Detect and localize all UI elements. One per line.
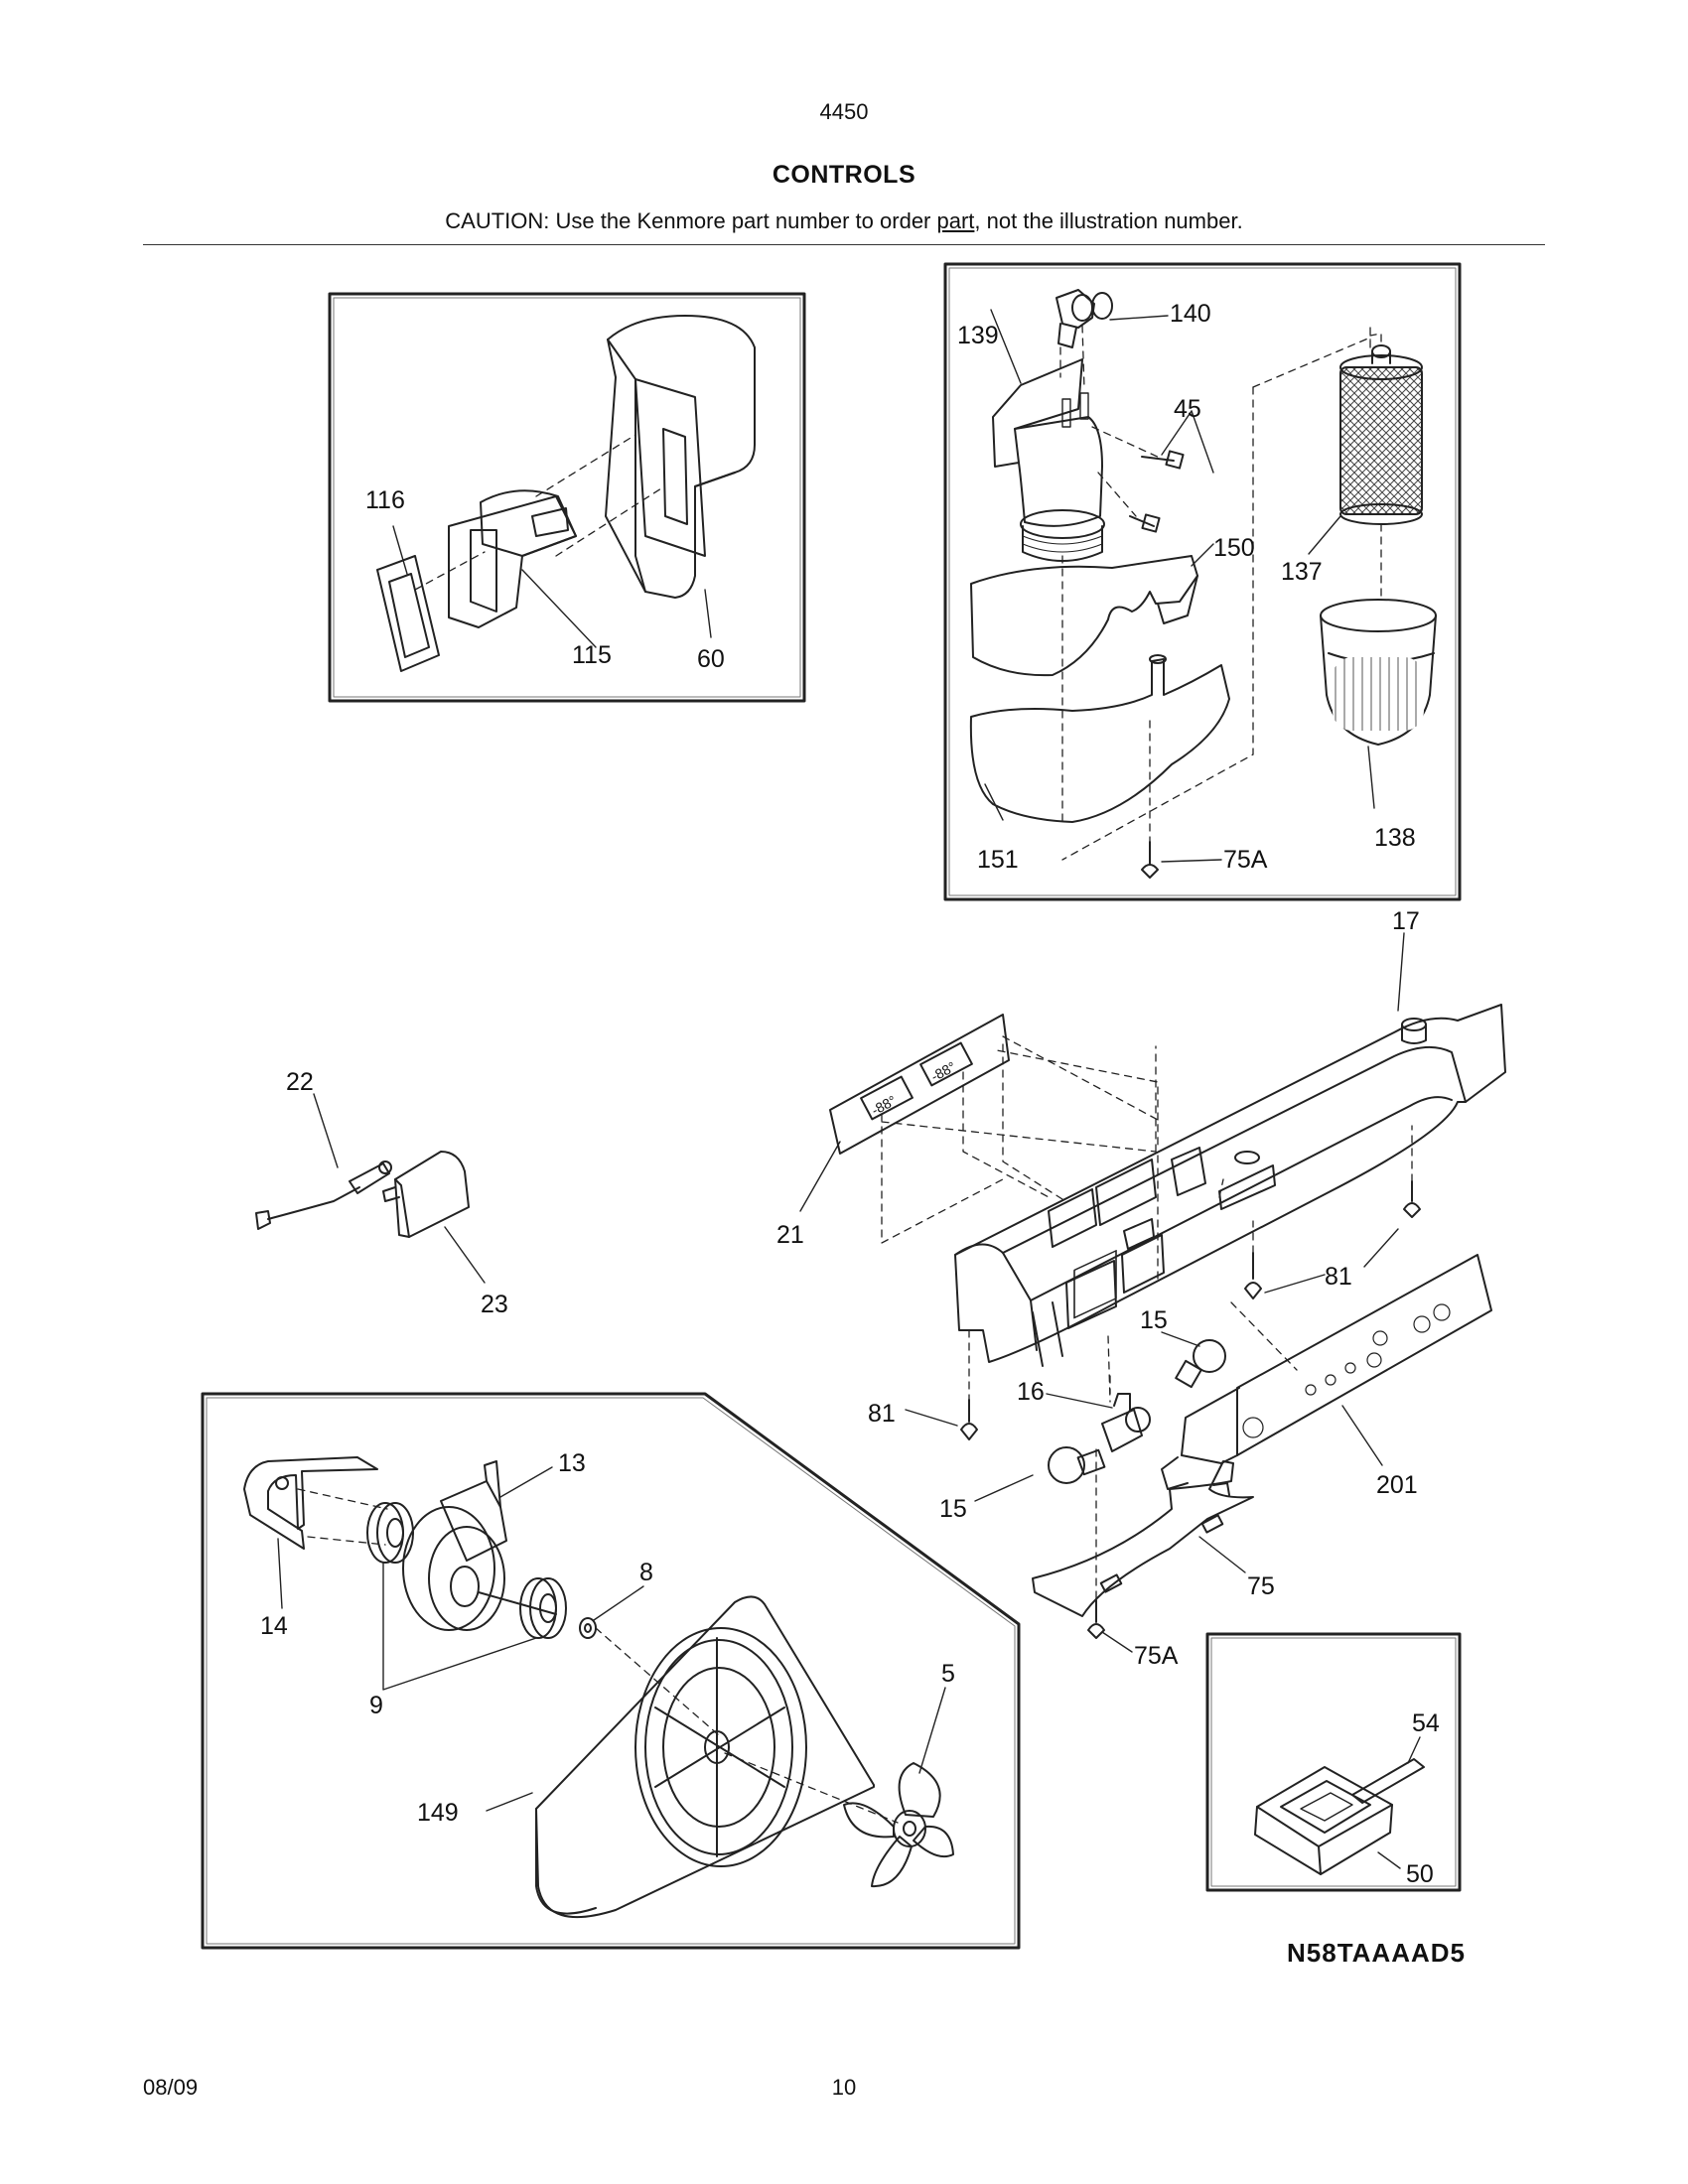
part-21-display-board: -88° -88° xyxy=(829,1014,1010,1155)
section-title: CONTROLS xyxy=(772,161,916,189)
part-81-screw-mid xyxy=(1244,1252,1262,1299)
callout-13: 13 xyxy=(558,1449,586,1477)
callout-23: 23 xyxy=(481,1291,508,1318)
callout-140: 140 xyxy=(1170,300,1211,328)
callout-75a-bottom: 75A xyxy=(1134,1642,1179,1670)
callout-14: 14 xyxy=(260,1612,288,1640)
callout-5: 5 xyxy=(941,1660,955,1688)
housing-slot xyxy=(1065,1260,1117,1329)
callout-81-right: 81 xyxy=(1325,1263,1352,1291)
part-138-filter-bowl xyxy=(1320,599,1437,746)
callout-149: 149 xyxy=(417,1799,459,1827)
part-15-bulb-upper xyxy=(1175,1339,1226,1389)
part-81-screw-right xyxy=(1403,1180,1421,1218)
heater-group xyxy=(255,1093,486,1284)
callout-75: 75 xyxy=(1247,1572,1275,1600)
callout-16: 16 xyxy=(1017,1378,1045,1406)
caution-note: CAUTION: Use the Kenmore part number to … xyxy=(0,208,1688,234)
page-number: 10 xyxy=(831,2075,857,2100)
model-number: 4450 xyxy=(819,99,869,124)
callout-15-bottom: 15 xyxy=(939,1495,967,1523)
callout-151: 151 xyxy=(977,846,1019,874)
diagram-code: N58TAAAAD5 xyxy=(1287,1938,1466,1968)
part-116-gasket xyxy=(376,555,440,672)
callout-22: 22 xyxy=(286,1068,314,1096)
callout-21: 21 xyxy=(776,1221,804,1249)
part-137-filter-cartridge xyxy=(1339,344,1423,525)
caution-part-link: part xyxy=(936,208,975,233)
callout-50: 50 xyxy=(1406,1860,1434,1888)
part-149-fan-shroud xyxy=(535,1595,875,1919)
part-54-strip xyxy=(1351,1758,1425,1804)
part-60-housing xyxy=(605,315,756,599)
part-151-cover xyxy=(969,658,1230,823)
part-9-grommet-left xyxy=(366,1502,414,1564)
box-fan-motor xyxy=(201,1392,1021,1950)
box-housing-inner xyxy=(333,297,801,698)
part-201-overlay xyxy=(1161,1254,1492,1490)
callout-138: 138 xyxy=(1374,824,1416,852)
callout-139: 139 xyxy=(957,322,999,349)
callout-9: 9 xyxy=(369,1692,383,1719)
caution-text-end: , not the illustration number. xyxy=(974,208,1243,233)
ice-tray-group xyxy=(1205,1632,1462,1892)
box-ice-tray xyxy=(1205,1632,1462,1892)
header-rule xyxy=(143,244,1545,245)
fan-motor-group xyxy=(201,1392,1021,1950)
part-9-grommet-right xyxy=(519,1577,567,1639)
callout-labels: 116 115 60 139 140 45 150 137 138 151 75… xyxy=(260,300,1440,1888)
dispenser-housing-group xyxy=(328,292,806,703)
part-5-fan-blade xyxy=(843,1762,954,1888)
part-75a-screw-bottom xyxy=(1087,1599,1105,1639)
part-13-motor xyxy=(402,1460,557,1631)
callout-150: 150 xyxy=(1213,534,1255,562)
part-81-screw-left xyxy=(960,1399,978,1440)
footer-date: 08/09 xyxy=(143,2075,199,2100)
part-75-cover xyxy=(1032,1460,1254,1617)
callout-75a-top: 75A xyxy=(1223,846,1268,874)
display-readout-right: -88° xyxy=(928,1058,958,1084)
callout-54: 54 xyxy=(1412,1709,1440,1737)
callout-81-left: 81 xyxy=(868,1400,896,1428)
display-readout-left: -88° xyxy=(869,1092,899,1118)
control-panel-group: -88° -88° xyxy=(799,932,1506,1653)
water-filter-group xyxy=(943,262,1462,901)
part-50-tray xyxy=(1254,1766,1393,1875)
callout-60: 60 xyxy=(697,645,725,673)
box-housing xyxy=(328,292,806,703)
box-filter xyxy=(943,262,1462,901)
part-14-bracket xyxy=(243,1456,378,1550)
part-8-washer xyxy=(579,1617,597,1639)
part-115-switch xyxy=(448,495,577,628)
part-22-heater xyxy=(255,1160,392,1230)
part-150-cover xyxy=(970,555,1198,677)
callout-137: 137 xyxy=(1281,558,1323,586)
callout-15-top: 15 xyxy=(1140,1306,1168,1334)
box-filter-inner xyxy=(948,267,1457,896)
part-75a-screw-top xyxy=(1141,841,1159,879)
callout-201: 201 xyxy=(1376,1471,1418,1499)
part-23-cover xyxy=(394,1151,470,1238)
part-140-fitting xyxy=(1055,289,1095,329)
callout-45: 45 xyxy=(1174,395,1201,423)
callout-116: 116 xyxy=(365,486,405,514)
part-15-bulb-lower xyxy=(1048,1446,1106,1484)
part-139-filter-head xyxy=(992,358,1083,468)
callout-17: 17 xyxy=(1392,907,1420,935)
housing-60-window xyxy=(634,378,706,557)
caution-text: CAUTION: Use the Kenmore part number to … xyxy=(445,208,937,233)
callout-115: 115 xyxy=(572,641,612,669)
part-16-bulb-socket xyxy=(1101,1393,1151,1452)
part-45-screws xyxy=(1129,450,1185,533)
callout-8: 8 xyxy=(639,1559,653,1586)
part-17-control-housing xyxy=(954,1004,1506,1363)
